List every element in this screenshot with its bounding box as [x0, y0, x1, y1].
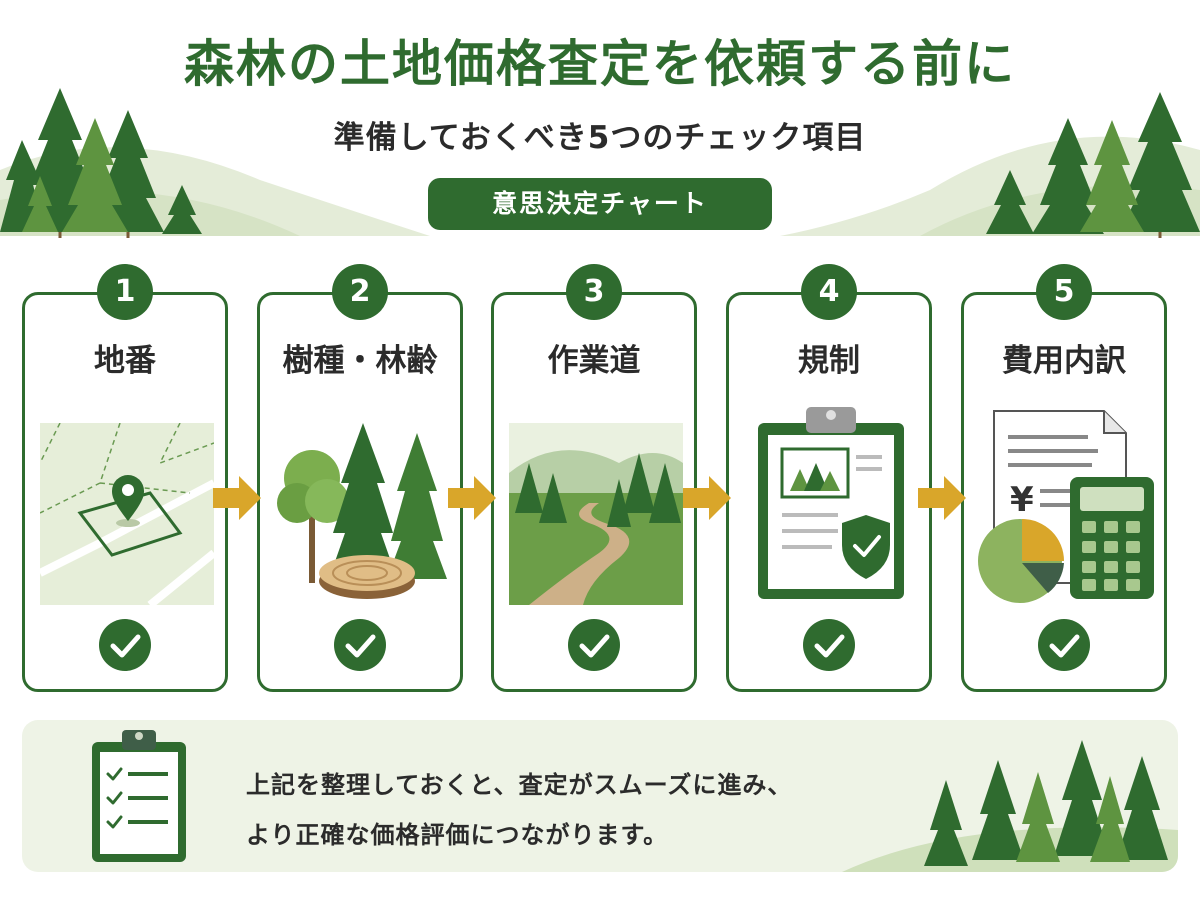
step-label: 地番: [94, 343, 156, 379]
arrow-right-icon: [448, 476, 496, 520]
document-calculator-icon: ¥: [978, 410, 1154, 603]
step-card-3: 作業道: [491, 292, 697, 692]
check-icon: [568, 619, 620, 671]
step-card-1: 地番: [22, 292, 228, 692]
trees-stump-icon: [277, 423, 447, 599]
page-subtitle: 準備しておくべき5つのチェック項目: [333, 120, 867, 156]
forest-background: [0, 88, 1200, 238]
step-label: 作業道: [547, 343, 641, 379]
page-title: 森林の土地価格査定を依頼する前に: [184, 35, 1016, 93]
step-label: 規制: [798, 343, 860, 379]
check-icon: [334, 619, 386, 671]
summary-line-2: より正確な価格評価につながります。: [246, 821, 669, 849]
step-label: 樹種・林齢: [282, 343, 438, 379]
map-pin-icon: [40, 423, 214, 605]
clipboard-shield-icon: [758, 407, 904, 599]
step-card-4: 規制: [726, 292, 932, 692]
step-card-2: 樹種・林齢: [257, 292, 463, 692]
checklist-clipboard-icon: [92, 730, 186, 862]
step-number-2: 2: [332, 264, 388, 320]
check-icon: [1038, 619, 1090, 671]
check-icon: [803, 619, 855, 671]
arrow-right-icon: [213, 476, 261, 520]
step-number-3: 3: [566, 264, 622, 320]
summary-box: [22, 720, 1178, 872]
summary-line-1: 上記を整理しておくと、査定がスムーズに進み、: [246, 771, 793, 799]
forest-road-icon: [509, 423, 683, 605]
svg-text:¥: ¥: [1010, 480, 1034, 520]
arrow-right-icon: [683, 476, 731, 520]
step-number-4: 4: [801, 264, 857, 320]
step-number-5: 5: [1036, 264, 1092, 320]
summary-forest-decoration: [842, 740, 1178, 872]
step-card-5: 費用内訳 ¥: [961, 292, 1167, 692]
step-number-1: 1: [97, 264, 153, 320]
chart-badge: 意思決定チャート: [428, 178, 772, 230]
check-icon: [99, 619, 151, 671]
summary-text: 上記を整理しておくと、査定がスムーズに進み、 より正確な価格評価につながります。: [246, 760, 792, 860]
arrow-right-icon: [918, 476, 966, 520]
step-label: 費用内訳: [1002, 343, 1126, 379]
